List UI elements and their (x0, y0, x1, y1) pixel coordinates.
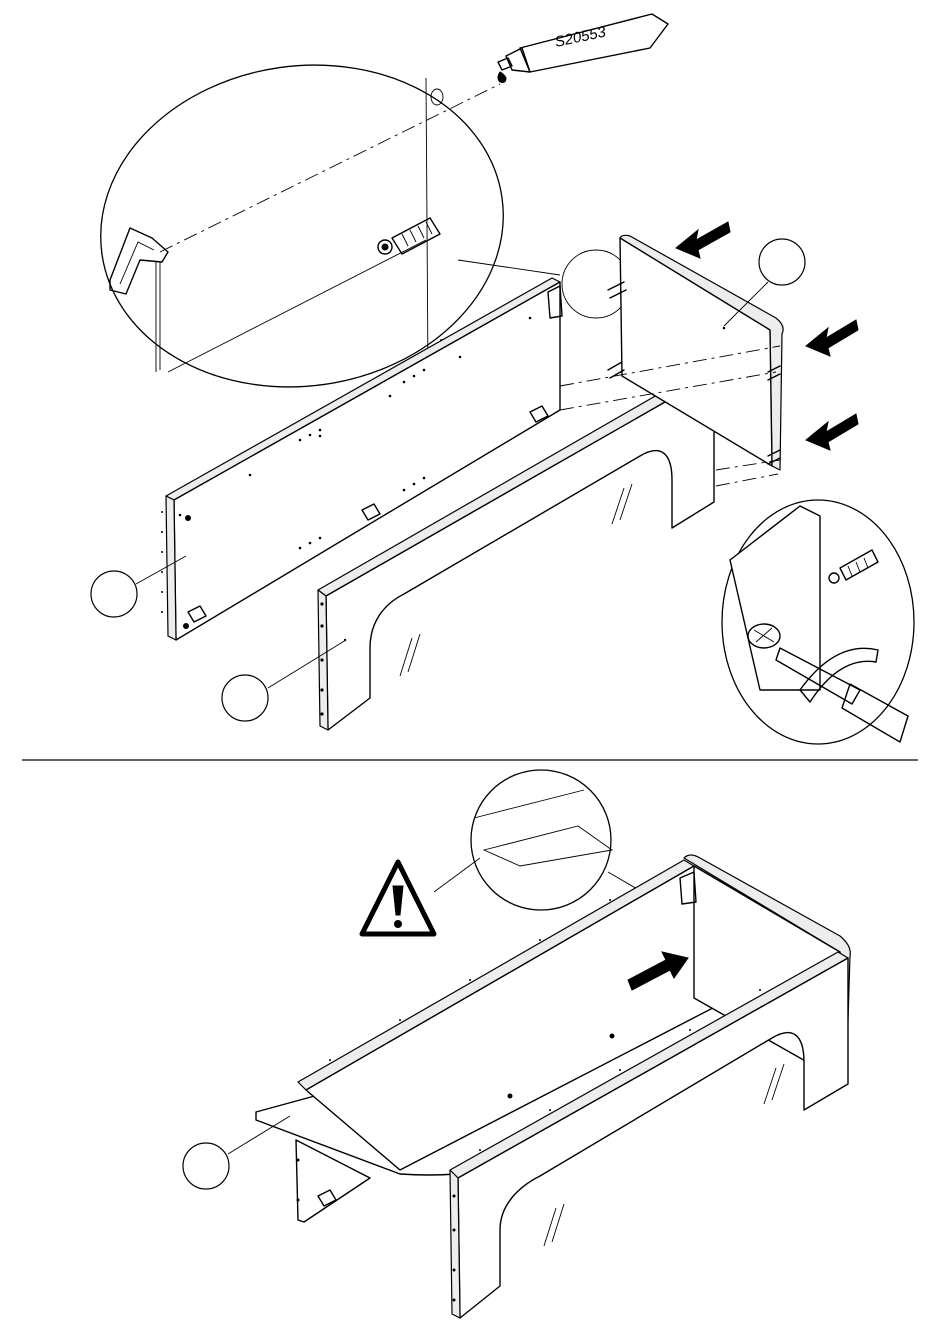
detail-magnifier-screwdriver (722, 500, 914, 744)
detail-magnifier-edge (434, 770, 656, 910)
callout-circle-a (91, 571, 137, 617)
callout-circle-d (183, 1143, 229, 1189)
glue-tube-icon: S20553 (498, 14, 668, 83)
callout-circle-b (222, 675, 268, 721)
glue-code-label: S20553 (553, 23, 608, 51)
warning-icon (362, 862, 434, 934)
step-bottom (183, 770, 850, 1318)
callout-circle-c (759, 239, 805, 285)
step-top: S20553 (80, 14, 914, 744)
cabinet-assembly (256, 855, 850, 1318)
